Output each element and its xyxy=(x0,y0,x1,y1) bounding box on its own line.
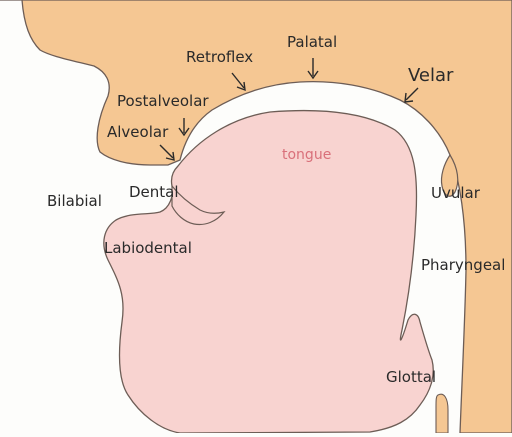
tongue-shape xyxy=(103,109,434,434)
label-tongue: tongue xyxy=(282,147,332,163)
label-pharyngeal: Pharyngeal xyxy=(421,256,506,274)
arrow-alveolar-head xyxy=(165,151,175,161)
label-alveolar: Alveolar xyxy=(107,123,169,141)
label-palatal: Palatal xyxy=(287,33,338,51)
arrow-velar xyxy=(405,87,419,101)
uvula-shape xyxy=(440,153,459,197)
arrow-palatal-head xyxy=(307,70,319,80)
arrow-retroflex-head xyxy=(236,81,246,92)
label-bilabial: Bilabial xyxy=(47,192,102,210)
pointer-arrows xyxy=(159,58,419,161)
label-dental: Dental xyxy=(129,183,179,201)
label-labiodental: Labiodental xyxy=(104,239,192,257)
label-postalveolar: Postalveolar xyxy=(117,92,209,110)
arrow-alveolar xyxy=(159,144,174,159)
glottis-shape xyxy=(435,393,449,434)
arrow-retroflex xyxy=(231,72,245,89)
label-uvular: Uvular xyxy=(431,184,480,202)
label-velar: Velar xyxy=(408,65,454,86)
label-retroflex: Retroflex xyxy=(186,48,254,66)
arrow-velar-head xyxy=(404,92,414,103)
label-glottal: Glottal xyxy=(386,368,437,386)
dental-notch xyxy=(171,184,226,226)
arrow-postalveolar-head xyxy=(178,127,190,137)
